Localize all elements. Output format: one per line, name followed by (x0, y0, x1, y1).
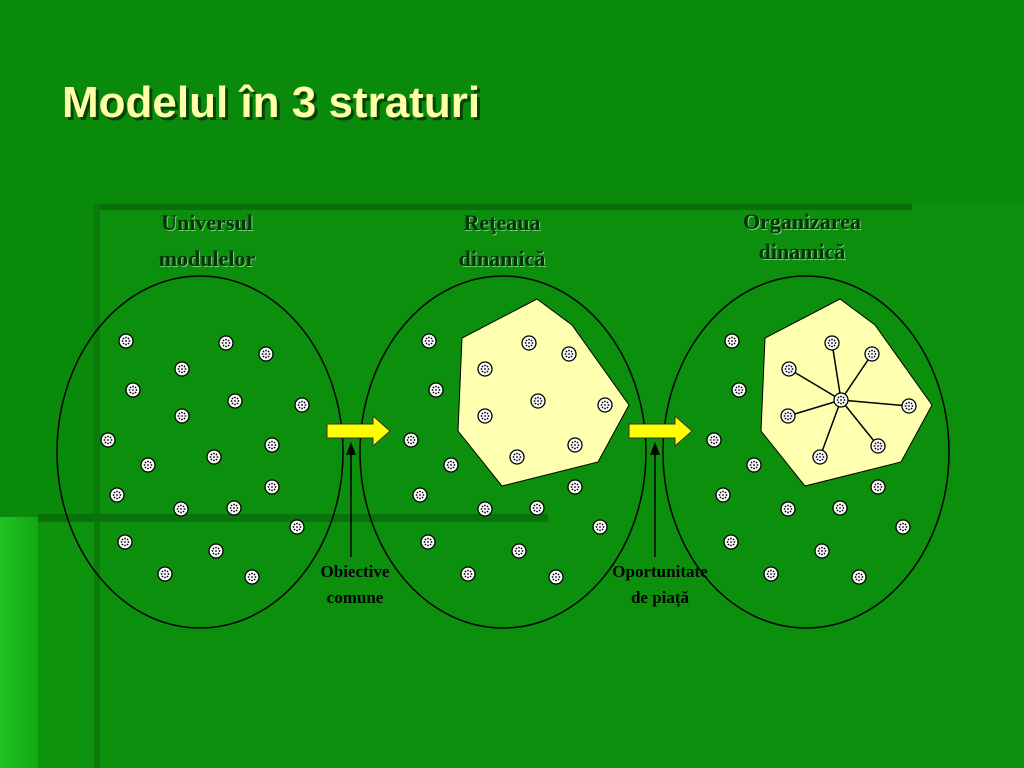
transition-label-common-goals-line-2: comune (326, 588, 384, 607)
module-node (174, 408, 190, 424)
module-node (592, 519, 608, 535)
module-node (864, 346, 880, 362)
module-node (763, 566, 779, 582)
module-node (870, 438, 886, 454)
background-panel (94, 204, 1024, 768)
transition-label-market-opportunity-line-2: de piață (630, 588, 690, 607)
module-node (731, 382, 747, 398)
module-node (529, 500, 545, 516)
pointer-arrow-1 (346, 442, 356, 557)
module-node (567, 437, 583, 453)
module-node (157, 566, 173, 582)
module-node (901, 398, 917, 414)
background-left-band (0, 517, 38, 768)
module-node (140, 457, 156, 473)
module-node (227, 393, 243, 409)
modules-group (100, 333, 917, 585)
module-node (226, 500, 242, 516)
module-node (173, 501, 189, 517)
module-node (548, 569, 564, 585)
module-node (723, 534, 739, 550)
module-node (851, 569, 867, 585)
transition-label-market-opportunity-line-1: Oportunitate (612, 562, 708, 581)
module-node (117, 534, 133, 550)
background-panel-left-edge (94, 204, 100, 768)
module-node (832, 500, 848, 516)
stage-label-universe-line-2: modulelor (158, 246, 256, 271)
module-node (780, 501, 796, 517)
module-node (412, 487, 428, 503)
module-node (289, 519, 305, 535)
module-node (567, 479, 583, 495)
module-node (208, 543, 224, 559)
module-node (781, 361, 797, 377)
module-node (294, 397, 310, 413)
stage-label-network-line-2: dinamică (458, 246, 546, 271)
stage-1-ellipse (56, 275, 344, 629)
stage-2-ellipse (359, 275, 647, 629)
stage-3-ellipse (662, 275, 950, 629)
network-polygon-stage-2 (457, 298, 630, 487)
module-node (109, 487, 125, 503)
module-node (530, 393, 546, 409)
module-node (264, 479, 280, 495)
module-node (118, 333, 134, 349)
module-node (443, 457, 459, 473)
stage-label-universe-line-1: Universul (161, 210, 253, 235)
module-node (477, 361, 493, 377)
module-node (258, 346, 274, 362)
background-mid-strip (38, 514, 548, 522)
module-node (428, 382, 444, 398)
slide-title: Modelul în 3 straturi (62, 78, 481, 127)
module-node (780, 408, 796, 424)
stage-label-network-line-1: Reţeaua (463, 210, 541, 235)
module-node (715, 487, 731, 503)
module-node (814, 543, 830, 559)
transition-arrow-1 (326, 414, 391, 448)
module-node (746, 457, 762, 473)
module-node (521, 335, 537, 351)
module-node (206, 449, 222, 465)
module-node (477, 408, 493, 424)
transition-label-common-goals: Obiective comune (295, 559, 415, 611)
module-node (833, 392, 849, 408)
stage-label-organization: Organizarea dinamică (692, 207, 912, 267)
module-node (403, 432, 419, 448)
module-node (812, 449, 828, 465)
stage-label-organization-line-2: dinamică (758, 239, 846, 264)
module-node (421, 333, 437, 349)
transition-arrow-2 (628, 414, 693, 448)
module-node (264, 437, 280, 453)
module-node (100, 432, 116, 448)
stage-label-network: Reţeaua dinamică (402, 205, 602, 277)
module-node (420, 534, 436, 550)
module-node (244, 569, 260, 585)
module-node (895, 519, 911, 535)
module-node (511, 543, 527, 559)
module-node (460, 566, 476, 582)
module-node (706, 432, 722, 448)
transition-label-market-opportunity: Oportunitate de piață (585, 559, 735, 611)
module-node (597, 397, 613, 413)
stage-label-organization-line-1: Organizarea (742, 209, 862, 234)
module-node (174, 361, 190, 377)
module-node (824, 335, 840, 351)
stage-label-universe: Universul modulelor (107, 205, 307, 277)
hub-spokes (787, 342, 910, 458)
module-node (477, 501, 493, 517)
pointer-arrow-2 (650, 442, 660, 557)
module-node (125, 382, 141, 398)
module-node (218, 335, 234, 351)
module-node (509, 449, 525, 465)
module-node (724, 333, 740, 349)
module-node (870, 479, 886, 495)
module-node (561, 346, 577, 362)
background-panel-top-edge (94, 204, 912, 210)
transition-label-common-goals-line-1: Obiective (320, 562, 390, 581)
